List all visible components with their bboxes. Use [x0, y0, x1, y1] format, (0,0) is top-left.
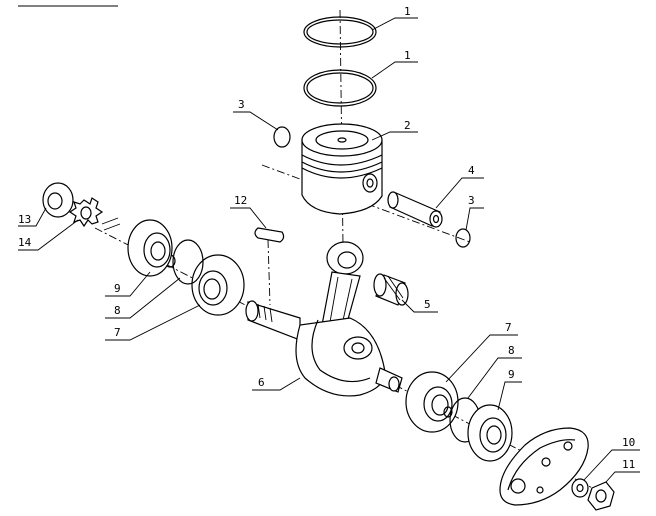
callout-sprocket: 14 [18, 219, 79, 251]
svg-text:5: 5 [424, 298, 431, 311]
svg-text:1: 1 [404, 5, 411, 18]
callout-washer: 10 [583, 436, 640, 481]
callout-nut-left: 13 [18, 207, 47, 227]
bearing-left-drawing [191, 254, 245, 316]
callout-needle-bearing: 5 [401, 298, 438, 313]
oil-seal-right-drawing [467, 404, 513, 462]
svg-text:6: 6 [258, 376, 265, 389]
oil-seal-left-drawing [127, 219, 173, 277]
svg-text:7: 7 [114, 326, 121, 339]
circlip-left-drawing [273, 126, 291, 148]
svg-text:8: 8 [508, 344, 515, 357]
svg-text:10: 10 [622, 436, 635, 449]
svg-text:7: 7 [505, 321, 512, 334]
callout-key: 12 [230, 194, 267, 229]
svg-text:14: 14 [18, 236, 32, 249]
svg-text:12: 12 [234, 194, 247, 207]
callout-bearing-right: 7 [445, 321, 518, 383]
sprocket-drawing [68, 197, 104, 228]
svg-text:1: 1 [404, 49, 411, 62]
svg-text:8: 8 [114, 304, 121, 317]
svg-text:3: 3 [238, 98, 245, 111]
axis-line-pin [261, 164, 471, 243]
callout-bearing-left: 7 [105, 304, 201, 341]
callout-piston: 2 [371, 119, 418, 141]
callout-circlip-left: 3 [233, 98, 279, 131]
svg-text:9: 9 [114, 282, 121, 295]
callout-ring-second: 1 [371, 49, 418, 79]
crankshaft-drawing [245, 300, 403, 397]
callout-oil-seal-right: 9 [497, 368, 522, 411]
key-drawing [254, 227, 285, 243]
axis-line-key [267, 239, 271, 306]
svg-text:11: 11 [622, 458, 635, 471]
callout-oil-seal-left: 9 [105, 271, 151, 297]
callout-nut: 11 [605, 458, 640, 483]
piston-ring-top [303, 16, 377, 48]
piston-ring-second [303, 69, 377, 107]
nut-left-drawing [42, 182, 74, 218]
connecting-rod-drawing [321, 241, 364, 331]
callout-piston-pin: 4 [435, 164, 484, 209]
circlip-right-drawing [455, 228, 471, 248]
callout-snap-ring-right: 8 [467, 344, 522, 399]
svg-text:13: 13 [18, 213, 31, 226]
svg-text:2: 2 [404, 119, 411, 132]
callout-ring-top: 1 [371, 5, 418, 31]
cover-plate-drawing [499, 427, 589, 506]
callout-circlip-right: 3 [465, 194, 484, 231]
callout-snap-ring-left: 8 [105, 277, 181, 319]
bearing-right-drawing [405, 371, 459, 433]
callout-crankshaft: 6 [252, 376, 301, 391]
nut-right-drawing [587, 481, 615, 511]
piston-pin-drawing [387, 191, 443, 228]
svg-text:3: 3 [468, 194, 475, 207]
needle-bearing-drawing [373, 273, 409, 306]
svg-text:4: 4 [468, 164, 475, 177]
washer-drawing [571, 478, 589, 498]
svg-text:9: 9 [508, 368, 515, 381]
piston-drawing [301, 123, 383, 215]
shaft-break-mark [101, 217, 121, 231]
